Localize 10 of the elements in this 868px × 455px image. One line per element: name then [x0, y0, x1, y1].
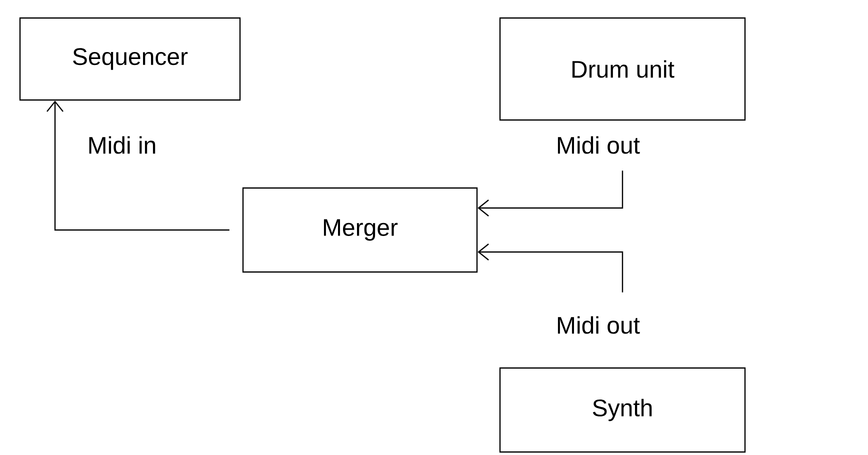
port-label: Midi out — [558, 316, 640, 334]
process-box: Merger — [242, 187, 478, 273]
process-box: Synth — [499, 367, 746, 453]
process-box: Drum unit — [499, 17, 746, 121]
arrow — [46, 100, 230, 231]
arrow — [478, 244, 624, 292]
port-label: Midi in — [89, 136, 156, 154]
arrow — [478, 170, 624, 216]
process-box: Sequencer — [19, 17, 241, 101]
port-label: Midi out — [558, 136, 640, 154]
